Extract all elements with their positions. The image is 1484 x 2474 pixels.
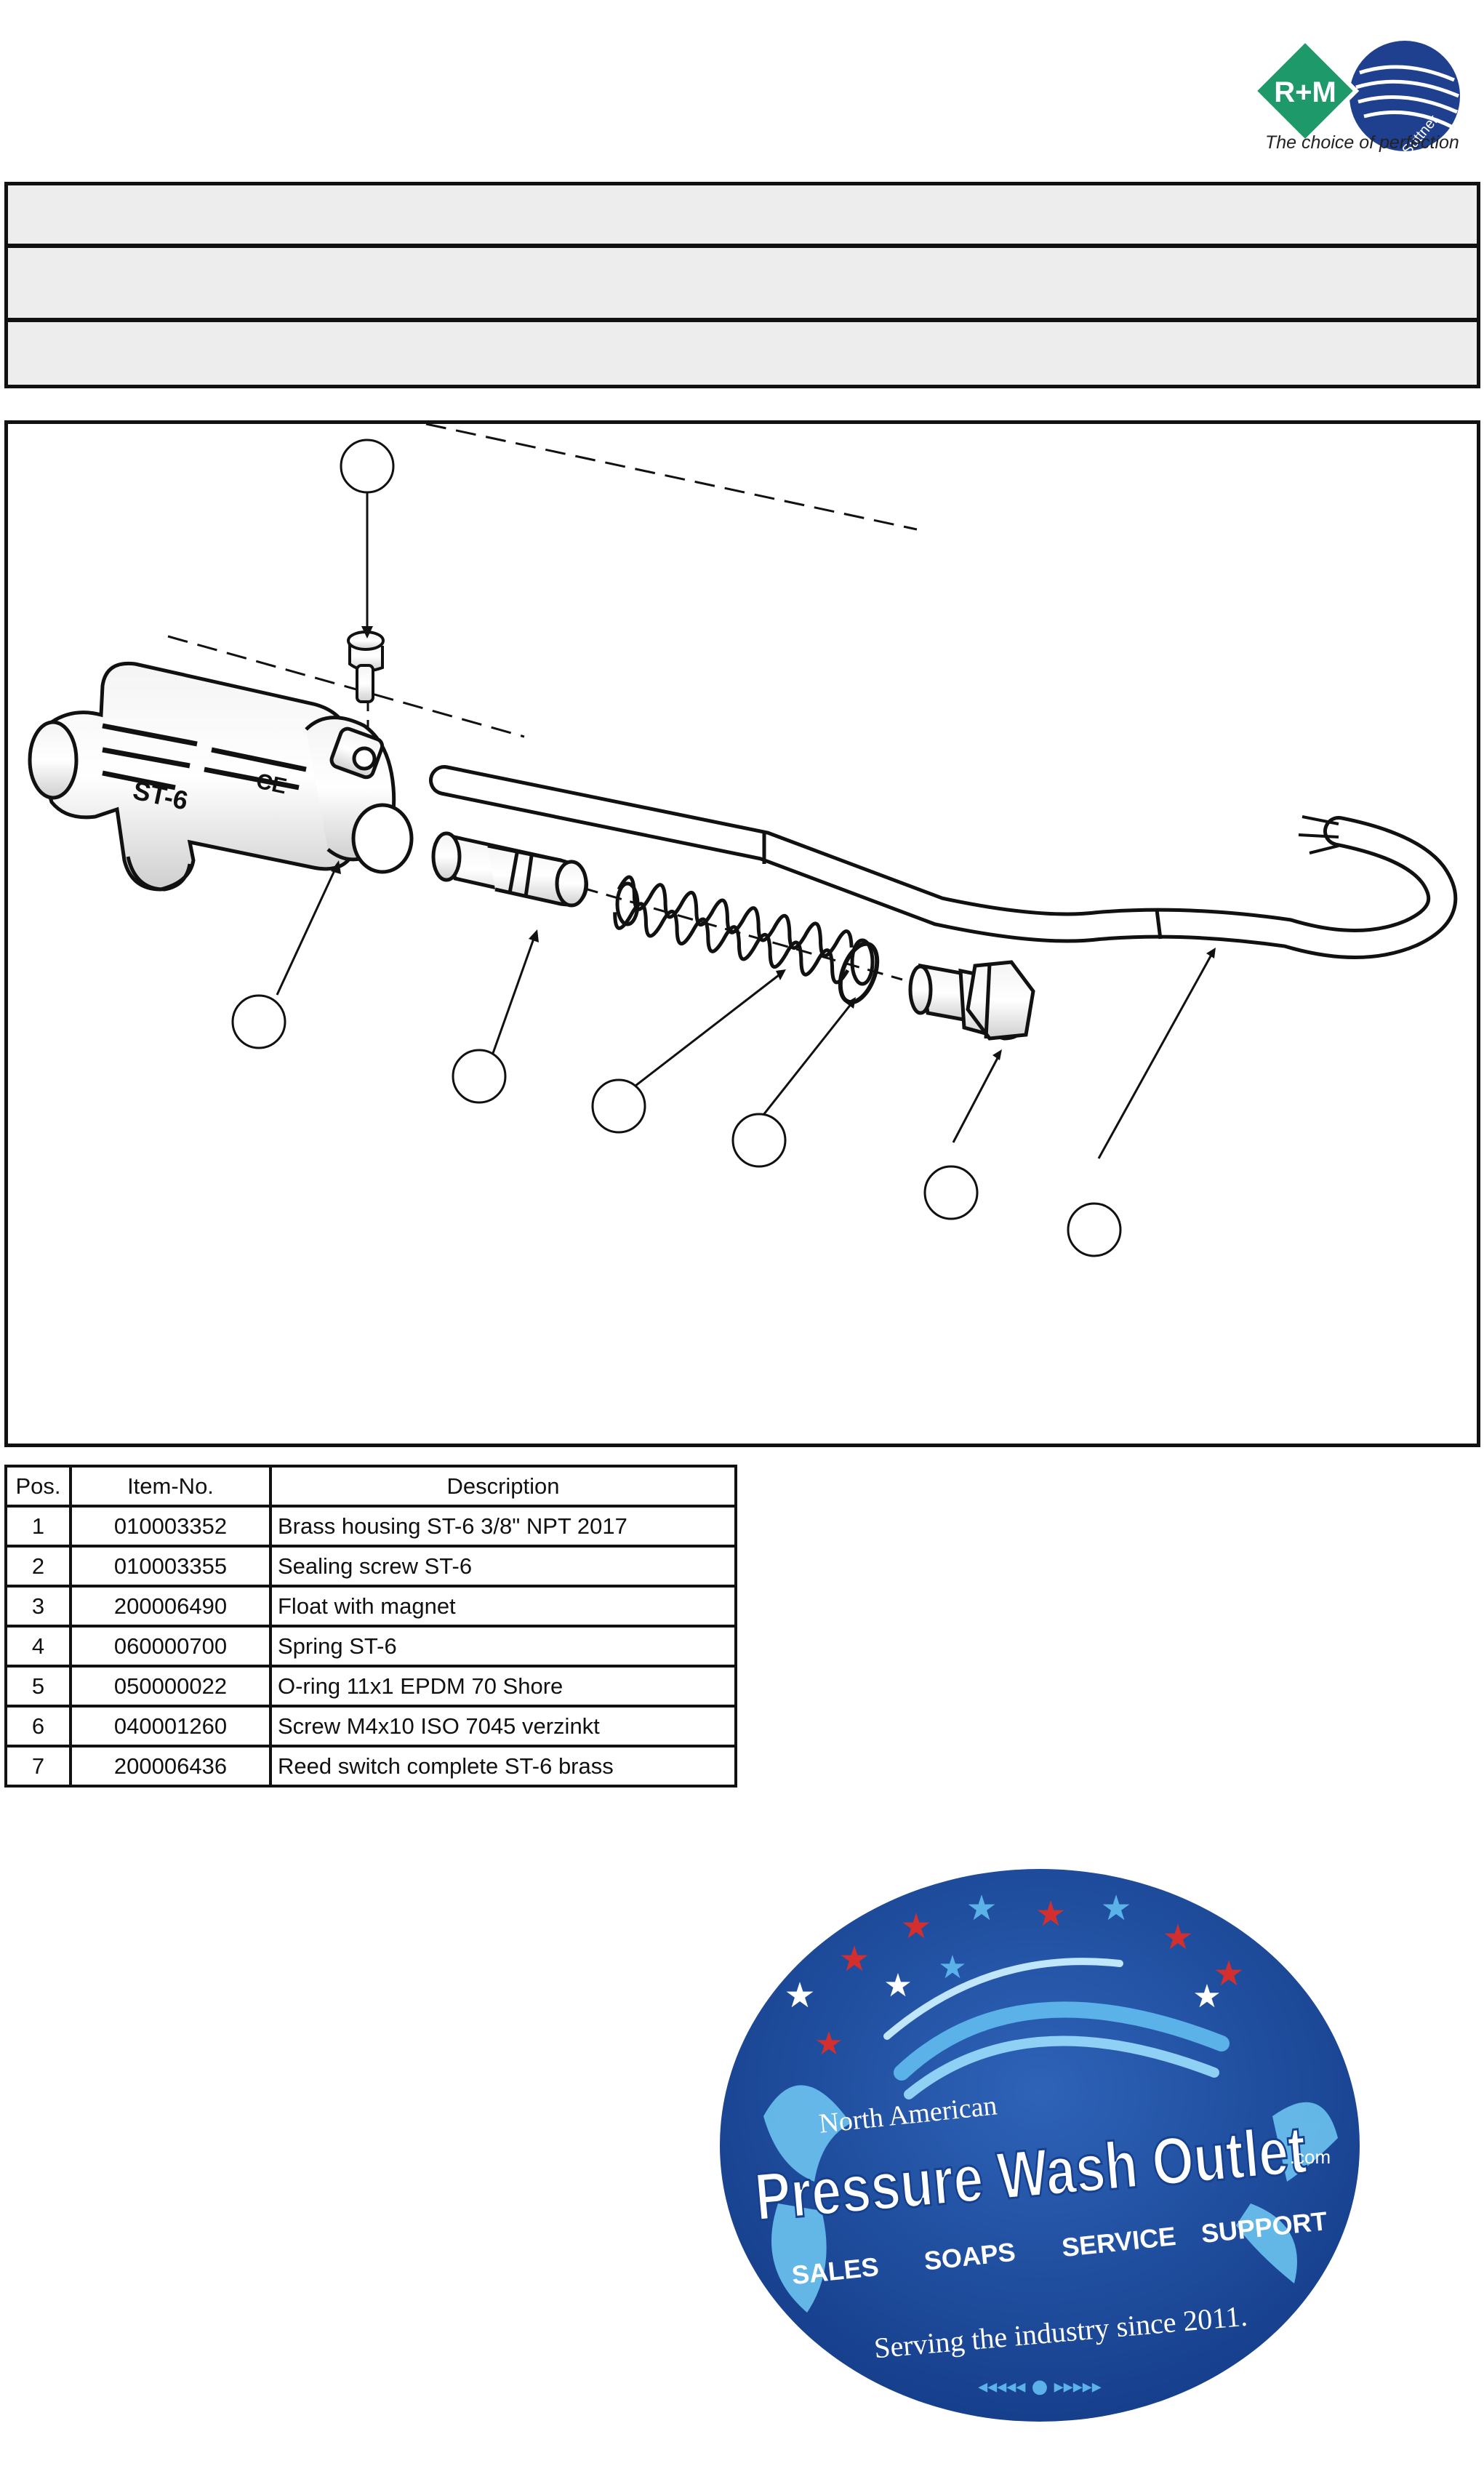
- pos-cell: 2: [4, 1545, 72, 1588]
- pressure-wash-outlet-badge: ★ ★ ★ ★ ★ ★ ★ ★ ★ ★ ★ ★ North American P…: [720, 1869, 1360, 2422]
- table-row: 3 200006490 Float with magnet: [4, 1585, 737, 1628]
- description-cell: Brass housing ST-6 3/8" NPT 2017: [269, 1505, 737, 1548]
- star-icon: ★: [938, 1950, 966, 1985]
- callout-float: [452, 1049, 507, 1104]
- splash-icon: [763, 2085, 1338, 2313]
- reed-switch-cable: [429, 765, 1458, 959]
- pos-cell: 3: [4, 1585, 72, 1628]
- spring: [613, 875, 875, 986]
- table-row: 6 040001260 Screw M4x10 ISO 7045 verzink…: [4, 1705, 737, 1748]
- arrows-decoration: ◂◂◂◂◂ ● ▸▸▸▸▸: [978, 2376, 1102, 2398]
- description-cell: Reed switch complete ST-6 brass: [269, 1745, 737, 1788]
- callout-o-ring: [731, 1113, 787, 1168]
- header-item-no: Item-No.: [69, 1465, 272, 1508]
- header-pos: Pos.: [4, 1465, 72, 1508]
- description-cell: Screw M4x10 ISO 7045 verzinkt: [269, 1705, 737, 1748]
- item-no-cell: 200006490: [69, 1585, 272, 1628]
- brass-housing: [28, 661, 414, 892]
- badge-oval: [720, 1869, 1360, 2422]
- callout-spring: [591, 1078, 646, 1134]
- star-icon: ★: [1213, 1955, 1244, 1993]
- pos-cell: 4: [4, 1625, 72, 1668]
- description-cell: O-ring 11x1 EPDM 70 Shore: [269, 1665, 737, 1708]
- item-no-cell: 060000700: [69, 1625, 272, 1668]
- table-row: 7 200006436 Reed switch complete ST-6 br…: [4, 1745, 737, 1788]
- star-icon: ★: [784, 1977, 815, 2015]
- exploded-drawing: ST-6 CE: [28, 424, 1458, 1257]
- star-icon: ★: [883, 1968, 912, 2003]
- star-icon: ★: [1035, 1895, 1066, 1934]
- item-no-cell: 050000022: [69, 1665, 272, 1708]
- table-row: 2 010003355 Sealing screw ST-6: [4, 1545, 737, 1588]
- float-with-magnet: [431, 831, 589, 908]
- star-icon: ★: [838, 1940, 870, 1979]
- stars-arc: ★ ★ ★ ★ ★ ★ ★ ★ ★ ★ ★ ★: [784, 1889, 1244, 2062]
- rm-diamond-icon: [1251, 36, 1360, 145]
- description-cell: Float with magnet: [269, 1585, 737, 1628]
- parts-table-header: Pos. Item-No. Description: [4, 1465, 737, 1508]
- callout-reed-switch: [1067, 1202, 1122, 1257]
- callout-sealing-screw: [923, 1165, 979, 1220]
- table-row: 4 060000700 Spring ST-6: [4, 1625, 737, 1668]
- item-no-cell: 200006436: [69, 1745, 272, 1788]
- item-no-cell: 040001260: [69, 1705, 272, 1748]
- header-bar-1: [4, 182, 1480, 247]
- pos-cell: 7: [4, 1745, 72, 1788]
- sealing-screw: [908, 960, 1035, 1041]
- callout-top: [340, 439, 395, 494]
- exploded-drawing-frame: ST-6 CE: [4, 420, 1480, 1447]
- table-row: 5 050000022 O-ring 11x1 EPDM 70 Shore: [4, 1665, 737, 1708]
- item-no-cell: 010003355: [69, 1545, 272, 1588]
- star-icon: ★: [966, 1889, 997, 1928]
- logo-text: R+M: [1274, 76, 1336, 108]
- pos-cell: 1: [4, 1505, 72, 1548]
- rm-suttner-logo: R+M Suttner: [1251, 36, 1460, 159]
- tagline: The choice of perfection: [1265, 132, 1459, 153]
- o-ring: [838, 941, 880, 1005]
- header-description: Description: [269, 1465, 737, 1508]
- star-icon: ★: [1162, 1918, 1193, 1957]
- pos-cell: 6: [4, 1705, 72, 1748]
- badge-domain: .com: [1290, 2146, 1331, 2168]
- description-cell: Spring ST-6: [269, 1625, 737, 1668]
- star-icon: ★: [814, 2026, 843, 2062]
- star-icon: ★: [1100, 1889, 1131, 1928]
- star-icon: ★: [1192, 1979, 1221, 2014]
- table-row: 1 010003352 Brass housing ST-6 3/8" NPT …: [4, 1505, 737, 1548]
- parts-table: Pos. Item-No. Description 1 010003352 Br…: [4, 1465, 737, 1788]
- screw-m4x10: [347, 630, 385, 703]
- callout-housing: [231, 994, 286, 1049]
- pos-cell: 5: [4, 1665, 72, 1708]
- water-spray-icon: [883, 1958, 1230, 2099]
- header-bar-3: [4, 319, 1480, 388]
- header-bar-2: [4, 244, 1480, 321]
- star-icon: ★: [900, 1907, 931, 1946]
- item-no-cell: 010003352: [69, 1505, 272, 1548]
- description-cell: Sealing screw ST-6: [269, 1545, 737, 1588]
- svg-text:◂◂◂◂◂ ● ▸▸▸▸▸: ◂◂◂◂◂ ● ▸▸▸▸▸: [978, 2376, 1102, 2398]
